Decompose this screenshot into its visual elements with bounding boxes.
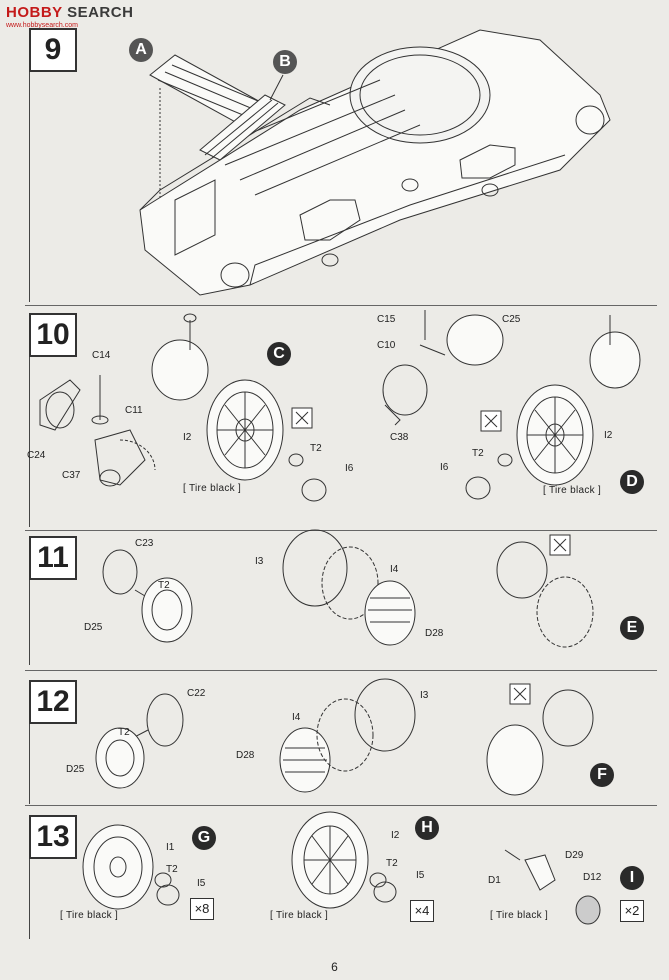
step10-left-drawing	[39, 313, 327, 502]
part-label: D28	[236, 750, 255, 761]
page-number: 6	[331, 960, 338, 974]
callout-i: I	[620, 866, 644, 890]
part-label: C25	[502, 314, 521, 325]
tire-black-note: [ Tire black ]	[270, 910, 329, 921]
section-separator	[25, 305, 657, 306]
part-label: T2	[472, 448, 484, 459]
step-number-9: 9	[29, 28, 77, 72]
part-label: T2	[118, 727, 130, 738]
watermark-brand-b: BBY	[29, 4, 63, 21]
step11-drawing	[102, 529, 594, 648]
part-label: I5	[416, 870, 425, 881]
step-divider-line	[29, 859, 30, 939]
section-separator	[25, 805, 657, 806]
part-label: I2	[183, 432, 192, 443]
part-label: C11	[125, 405, 143, 416]
quantity-multiplier: ×8	[190, 898, 214, 920]
tank-hull-drawing	[139, 29, 611, 296]
part-label: D28	[425, 628, 444, 639]
step-number-13: 13	[29, 815, 77, 859]
step-divider-line	[29, 724, 30, 804]
watermark-brand-a: HO	[6, 4, 30, 21]
part-label: C23	[135, 538, 154, 549]
callout-f: F	[590, 763, 614, 787]
part-label: C37	[62, 470, 81, 481]
step-number-10: 10	[29, 313, 77, 357]
part-label: T2	[310, 443, 322, 454]
part-label: I1	[166, 842, 175, 853]
tire-black-note: [ Tire black ]	[183, 483, 242, 494]
part-label: I2	[391, 830, 400, 841]
part-label: T2	[386, 858, 398, 869]
part-label: I5	[197, 878, 206, 889]
callout-e: E	[620, 616, 644, 640]
tire-black-note: [ Tire black ]	[60, 910, 119, 921]
quantity-multiplier: ×4	[410, 900, 434, 922]
part-label: I6	[440, 462, 449, 473]
part-label: C38	[390, 432, 409, 443]
part-label: D25	[84, 622, 103, 633]
part-b-plate-drawing	[199, 74, 286, 161]
step-divider-line	[29, 72, 30, 302]
part-label: I2	[604, 430, 613, 441]
part-label: I6	[345, 463, 354, 474]
part-label: C15	[377, 314, 396, 325]
section-separator	[25, 530, 657, 531]
step-divider-line	[29, 580, 30, 665]
part-label: D1	[488, 875, 501, 886]
part-label: C22	[187, 688, 206, 699]
watermark-brand-c: SEARCH	[67, 4, 134, 21]
step12-drawing	[95, 678, 594, 796]
part-label: T2	[158, 580, 170, 591]
part-label: D12	[583, 872, 602, 883]
part-label: C14	[92, 350, 111, 361]
part-label: I4	[292, 712, 301, 723]
callout-c: C	[267, 342, 291, 366]
part-label: C24	[27, 450, 46, 461]
callout-b: B	[273, 50, 297, 74]
part-label: T2	[166, 864, 178, 875]
quantity-multiplier: ×2	[620, 900, 644, 922]
section-separator	[25, 670, 657, 671]
tire-black-note: [ Tire black ]	[490, 910, 549, 921]
step-number-11: 11	[29, 536, 77, 580]
step13-drawing	[82, 811, 601, 925]
watermark-url: www.hobbysearch.com	[6, 22, 78, 29]
callout-a: A	[129, 38, 153, 62]
part-label: I3	[255, 556, 264, 567]
callout-d: D	[620, 470, 644, 494]
part-label: D29	[565, 850, 584, 861]
tire-black-note: [ Tire black ]	[543, 485, 602, 496]
callout-h: H	[415, 816, 439, 840]
part-label: I4	[390, 564, 399, 575]
step-number-12: 12	[29, 680, 77, 724]
part-label: C10	[377, 340, 396, 351]
step10-right-drawing	[382, 310, 641, 500]
part-label: D25	[66, 764, 85, 775]
part-label: I3	[420, 690, 429, 701]
callout-g: G	[192, 826, 216, 850]
step-divider-line	[29, 357, 30, 527]
watermark-logo: HOBBY SEARCH	[6, 4, 133, 21]
